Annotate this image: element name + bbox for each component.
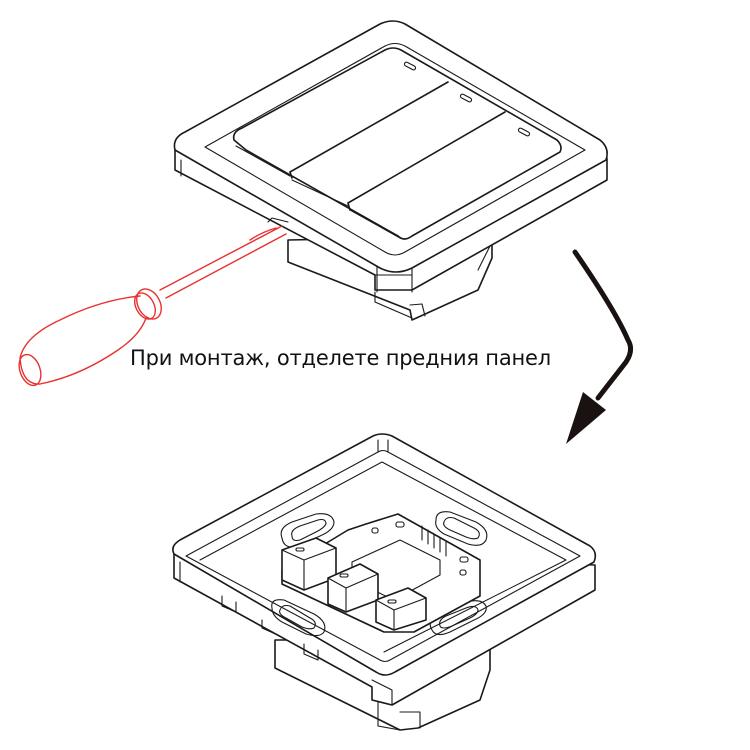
screwdriver-icon	[18, 225, 287, 387]
relay	[375, 587, 427, 631]
relay	[281, 537, 337, 591]
switch-base-open	[172, 433, 597, 731]
switch-assembled	[173, 20, 608, 321]
instruction-caption: При монтаж, отделете предния панел	[130, 346, 551, 370]
arrow-down-icon	[566, 249, 634, 444]
mounting-slot	[435, 511, 488, 546]
mounting-slot	[271, 599, 326, 637]
